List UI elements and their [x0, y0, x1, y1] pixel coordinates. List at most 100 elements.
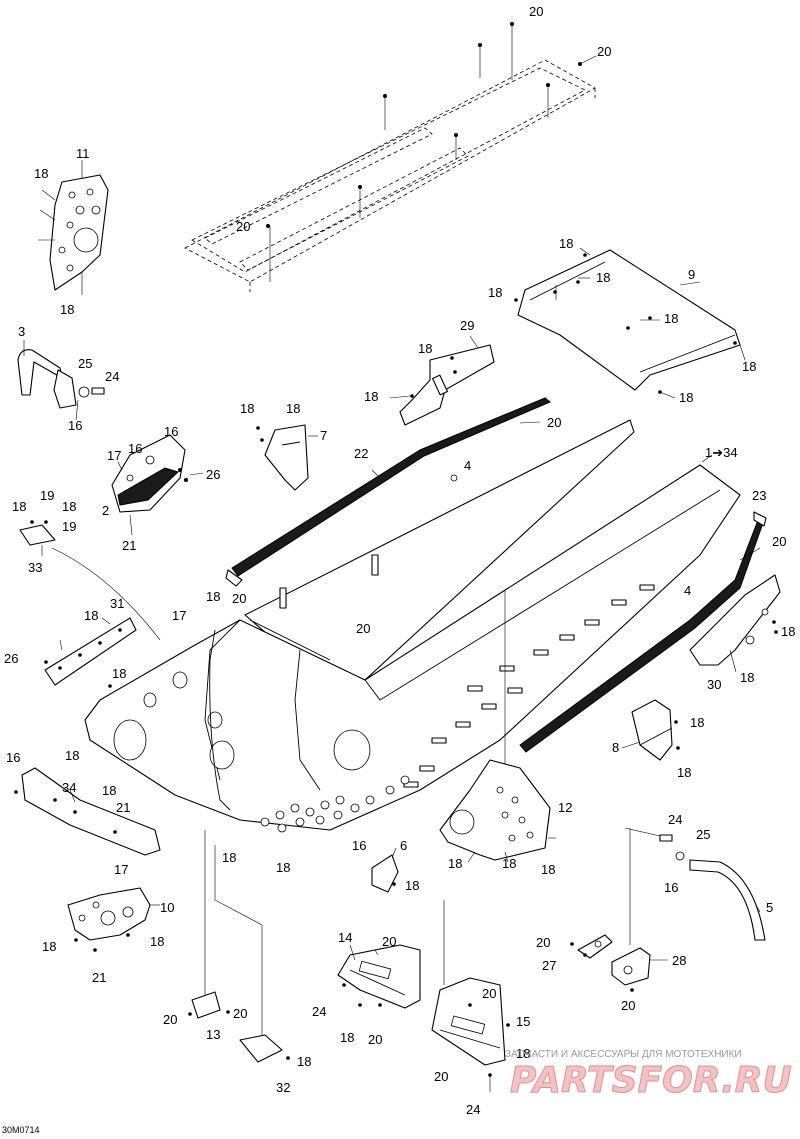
bracket-27	[570, 934, 613, 959]
callout: 20	[529, 4, 543, 19]
callout: 20	[597, 44, 611, 59]
callout: 33	[28, 560, 42, 575]
callout: 20	[547, 415, 561, 430]
callout: 18	[65, 748, 79, 763]
callout: 31	[110, 596, 124, 611]
callout: 18	[559, 236, 573, 251]
callout: 18	[276, 860, 290, 875]
callout: 25	[78, 356, 92, 371]
callout: 19	[40, 488, 54, 503]
callout: 29	[460, 318, 474, 333]
callout: 18	[679, 390, 693, 405]
callout: 1➔34	[705, 445, 738, 460]
floor-holes	[260, 775, 410, 833]
callout: 16	[352, 838, 366, 853]
callout: 18	[740, 670, 754, 685]
callout: 10	[160, 900, 174, 915]
callout: 18	[664, 311, 678, 326]
callout: 18	[150, 934, 164, 949]
callout: 21	[122, 538, 136, 553]
callout: 20	[382, 934, 396, 949]
callout: 18	[84, 608, 98, 623]
callout: 18	[222, 850, 236, 865]
callout: 34	[62, 780, 76, 795]
callout: 16	[128, 441, 142, 456]
slots	[403, 584, 655, 788]
callout: 20	[356, 621, 370, 636]
callout: 23	[752, 488, 766, 503]
bracket-6	[371, 847, 399, 893]
callout: 24	[466, 1102, 480, 1117]
callout: 16	[68, 418, 82, 433]
handle-3	[17, 340, 105, 421]
callout: 18	[297, 1054, 311, 1069]
bracket-10	[67, 887, 160, 952]
callout: 19	[62, 519, 76, 534]
callout: 14	[338, 930, 352, 945]
bracket-29	[389, 335, 495, 426]
callout: 2	[102, 503, 109, 518]
clip-32	[214, 845, 290, 1063]
callout: 30	[707, 677, 721, 692]
callout: 24	[105, 369, 119, 384]
callout: 27	[542, 958, 556, 973]
callout: 18	[781, 624, 795, 639]
bracket-11	[38, 160, 109, 295]
callout: 20	[232, 591, 246, 606]
callout: 18	[286, 401, 300, 416]
plate-7	[256, 424, 318, 491]
callout: 17	[114, 862, 128, 877]
callout: 18	[60, 302, 74, 317]
callout: 18	[516, 1046, 530, 1061]
bracket-15	[431, 900, 510, 1092]
callout: 28	[672, 953, 686, 968]
callout: 17	[107, 448, 121, 463]
callout: 20	[536, 935, 550, 950]
callout: 18	[502, 856, 516, 871]
callout: 24	[668, 812, 682, 827]
callout: 20	[434, 1069, 448, 1084]
callout: 13	[206, 1027, 220, 1042]
rail-23	[519, 511, 767, 753]
callout: 9	[688, 267, 695, 282]
running-board-dashed	[184, 59, 596, 292]
callout: 18	[62, 499, 76, 514]
callout: 20	[482, 986, 496, 1001]
bracket-28	[611, 828, 668, 992]
clip-33	[19, 520, 161, 641]
bracket-2	[111, 434, 204, 536]
cover-9	[514, 247, 746, 399]
callout: 18	[112, 666, 126, 681]
callout: 18	[206, 589, 220, 604]
tunnel-main	[84, 454, 741, 833]
rail-31	[44, 617, 137, 688]
callout: 16	[6, 750, 20, 765]
callout: 3	[18, 324, 25, 339]
callout: 18	[418, 341, 432, 356]
callout: 22	[354, 446, 368, 461]
callout: 20	[236, 219, 250, 234]
watermark: ЗАПЧАСТИ И АКСЕССУАРЫ ДЛЯ МОТОТЕХНИКИ PA…	[505, 1049, 792, 1102]
callout: 18	[448, 856, 462, 871]
rivet-leaders-top	[266, 22, 597, 282]
handle-5	[624, 827, 766, 941]
callout: 18	[34, 166, 48, 181]
callout: 21	[116, 800, 130, 815]
callout: 20	[368, 1032, 382, 1047]
document-code: 30M0714	[2, 1125, 40, 1135]
callout: 32	[276, 1080, 290, 1095]
callout: 18	[690, 715, 704, 730]
callout-labels: 20 20 20 11 18 18 3 25 24 16 18 9 18 18 …	[4, 4, 795, 1117]
callout: 24	[312, 1004, 326, 1019]
callout: 6	[400, 838, 407, 853]
callout: 21	[92, 970, 106, 985]
callout: 18	[42, 939, 56, 954]
callout: 26	[4, 651, 18, 666]
callout: 15	[516, 1014, 530, 1029]
bracket-14	[337, 944, 421, 1009]
callout: 25	[696, 827, 710, 842]
callout: 18	[742, 359, 756, 374]
callout: 4	[684, 583, 691, 598]
callout: 26	[206, 467, 220, 482]
